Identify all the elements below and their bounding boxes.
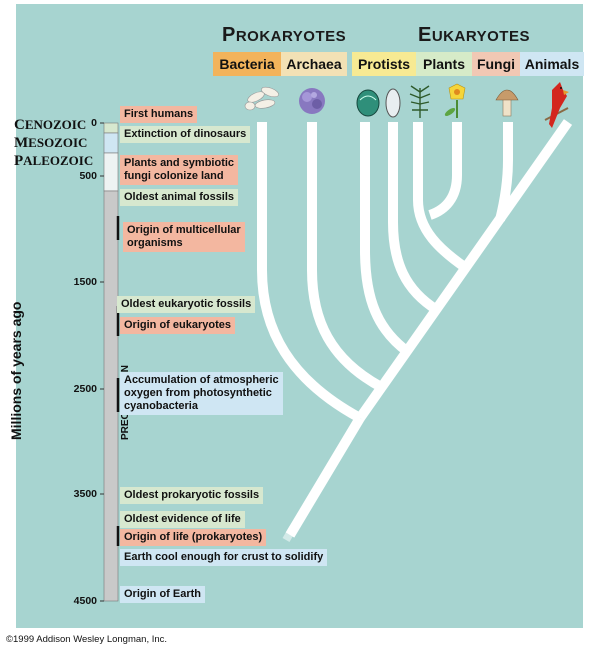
group-animals: Animals bbox=[520, 52, 584, 76]
event-earth-crust: Earth cool enough for crust to solidify bbox=[120, 549, 328, 566]
precambrian-band bbox=[103, 190, 119, 602]
tick-0: 0 bbox=[91, 117, 97, 129]
event-origin-life: Origin of life (prokaryotes) bbox=[120, 529, 267, 546]
tick-500: 500 bbox=[79, 170, 97, 182]
event-oldest-eukaryotic-fossils: Oldest eukaryotic fossils bbox=[117, 296, 256, 313]
event-first-humans: First humans bbox=[120, 106, 198, 123]
prokaryotes-header: PROKARYOTES bbox=[222, 24, 347, 46]
cenozoic-band bbox=[103, 122, 119, 134]
group-bacteria: Bacteria bbox=[213, 52, 281, 76]
mushroom-icon bbox=[495, 89, 519, 117]
event-oldest-animal-fossils: Oldest animal fossils bbox=[120, 189, 239, 206]
tick-4500: 4500 bbox=[73, 595, 97, 607]
bacteria-icon bbox=[244, 86, 279, 111]
event-extinction-dinosaurs: Extinction of dinosaurs bbox=[120, 126, 251, 143]
plant-icon bbox=[409, 85, 431, 118]
tree-branches bbox=[257, 119, 573, 538]
group-fungi: Fungi bbox=[472, 52, 520, 76]
event-plants-colonize-land: Plants and symbiotic fungi colonize land bbox=[120, 155, 239, 185]
group-archaea: Archaea bbox=[281, 52, 347, 76]
event-origin-earth: Origin of Earth bbox=[120, 586, 205, 603]
event-origin-multicellular: Origin of multicellular organisms bbox=[123, 222, 245, 252]
y-axis-label: Millions of years ago bbox=[8, 301, 24, 440]
tick-2500: 2500 bbox=[73, 383, 97, 395]
paleozoic-band bbox=[103, 152, 119, 192]
mesozoic-band bbox=[103, 132, 119, 154]
tick-1500: 1500 bbox=[73, 276, 97, 288]
eukaryotes-header: EUKARYOTES bbox=[418, 24, 530, 46]
cardinal-bird-icon bbox=[544, 82, 569, 128]
axis-ticks bbox=[100, 122, 104, 602]
era-paleozoic: PALEOZOIC bbox=[14, 153, 94, 169]
archaea-icon bbox=[299, 88, 325, 114]
event-oldest-prokaryotic-fossils: Oldest prokaryotic fossils bbox=[120, 487, 264, 504]
event-oldest-evidence-life: Oldest evidence of life bbox=[120, 511, 245, 528]
tick-3500: 3500 bbox=[73, 488, 97, 500]
copyright: ©1999 Addison Wesley Longman, Inc. bbox=[6, 634, 168, 645]
protist-icon bbox=[356, 88, 401, 118]
era-cenozoic: CENOZOIC bbox=[14, 117, 87, 133]
event-atmospheric-oxygen: Accumulation of atmospheric oxygen from … bbox=[120, 372, 283, 415]
era-mesozoic: MESOZOIC bbox=[14, 135, 88, 151]
flower-icon bbox=[444, 83, 466, 118]
event-origin-eukaryotes: Origin of eukaryotes bbox=[120, 317, 235, 334]
group-plants: Plants bbox=[416, 52, 472, 76]
group-protists: Protists bbox=[352, 52, 416, 76]
